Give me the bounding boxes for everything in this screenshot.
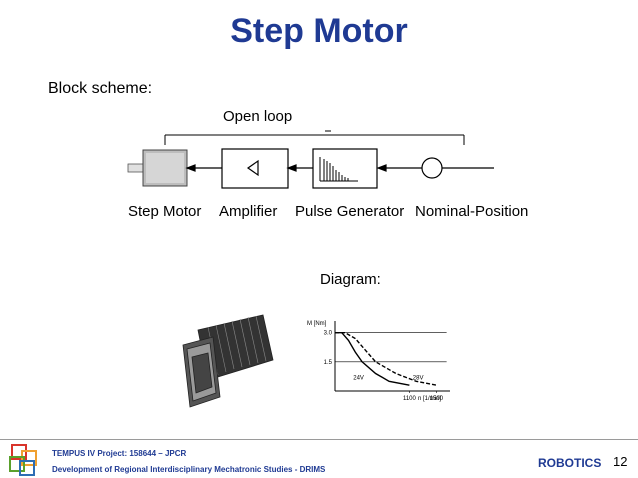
x-axis-label: n [1/min] <box>418 396 441 402</box>
footer-program: Development of Regional Interdisciplinar… <box>52 465 326 474</box>
signal-arrows <box>185 164 494 172</box>
pulse-generator-label: Pulse Generator <box>295 203 405 220</box>
footer-project: TEMPUS IV Project: 158644 – JPCR <box>52 449 187 458</box>
amplifier-block <box>221 148 289 189</box>
step-motor-label: Step Motor <box>128 203 202 220</box>
diagram-label: Diagram: <box>320 271 381 288</box>
series-label: 24V <box>353 375 364 381</box>
y-tick-label: 3.0 <box>324 331 333 337</box>
open-loop-label: Open loop <box>223 108 293 125</box>
footer-robotics: ROBOTICS <box>538 456 602 470</box>
series-line-28v <box>335 332 437 386</box>
block-scheme-heading: Block scheme: <box>48 80 153 97</box>
step-motor-image <box>182 314 274 408</box>
pulse-generator-block <box>312 148 378 189</box>
footer-divider <box>0 439 638 440</box>
nominal-position-label: Nominal-Position <box>415 203 529 220</box>
nominal-position-circle <box>421 157 443 179</box>
x-tick-label: 1100 <box>403 396 417 402</box>
open-loop-bracket <box>164 130 465 145</box>
x-tick-label: 1500 <box>430 396 444 402</box>
amplifier-label: Amplifier <box>219 203 278 220</box>
slide-title: Step Motor <box>230 12 408 50</box>
page-number: 12 <box>613 454 628 469</box>
y-axis-label: M [Nm] <box>307 321 327 327</box>
torque-speed-chart: M [Nm] n [1/min] 3.0 1.5 1100 1500 24V 28V <box>307 321 450 402</box>
y-tick-label: 1.5 <box>324 360 333 366</box>
step-motor-block <box>127 149 188 187</box>
series-label: 28V <box>413 375 424 381</box>
series-line-24v <box>335 332 410 386</box>
drims-logo <box>9 444 37 476</box>
